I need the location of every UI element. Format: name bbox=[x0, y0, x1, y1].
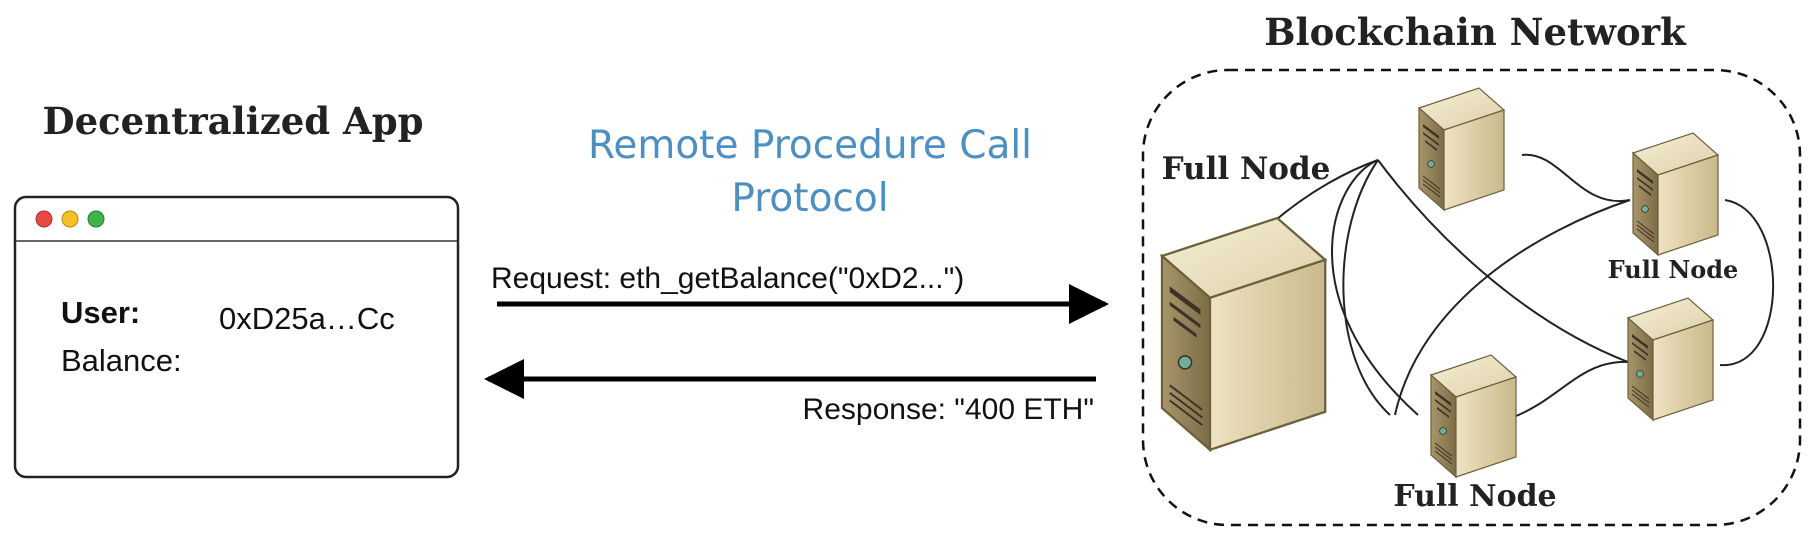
dapp-title: Decentralized App bbox=[42, 99, 423, 143]
network-boundary bbox=[1141, 68, 1802, 527]
node-label-main: Full Node bbox=[1162, 151, 1331, 187]
full-node-right-top bbox=[1632, 132, 1719, 256]
window-close-dot-icon[interactable] bbox=[35, 210, 53, 228]
user-address-value: 0xD25a…Cc bbox=[219, 301, 395, 336]
network-connections bbox=[1269, 153, 1775, 419]
response-label: Response: "400 ETH" bbox=[803, 393, 1094, 426]
dapp-window: User: 0xD25a…Cc Balance: bbox=[13, 195, 460, 479]
window-maximize-dot-icon[interactable] bbox=[87, 210, 105, 228]
server-icon bbox=[1160, 216, 1327, 451]
dapp-window-frame bbox=[13, 195, 460, 479]
server-icon bbox=[1430, 354, 1517, 478]
user-label: User: bbox=[61, 295, 140, 330]
full-node-right-bottom bbox=[1627, 297, 1714, 421]
server-icon bbox=[1632, 132, 1719, 256]
full-node-main bbox=[1160, 216, 1327, 451]
balance-label: Balance: bbox=[61, 343, 182, 378]
request-label: Request: eth_getBalance("0xD2...") bbox=[491, 262, 964, 295]
network-title: Blockchain Network bbox=[1264, 10, 1687, 54]
node-label-right-top: Full Node bbox=[1608, 255, 1739, 284]
full-node-bottom bbox=[1430, 354, 1517, 478]
protocol-title-line2: Protocol bbox=[731, 176, 888, 221]
protocol-title-line1: Remote Procedure Call bbox=[588, 123, 1032, 168]
server-icon bbox=[1418, 87, 1505, 211]
node-label-bottom: Full Node bbox=[1393, 479, 1556, 514]
server-icon bbox=[1627, 297, 1714, 421]
full-node-top bbox=[1418, 87, 1505, 211]
window-minimize-dot-icon[interactable] bbox=[61, 210, 79, 228]
